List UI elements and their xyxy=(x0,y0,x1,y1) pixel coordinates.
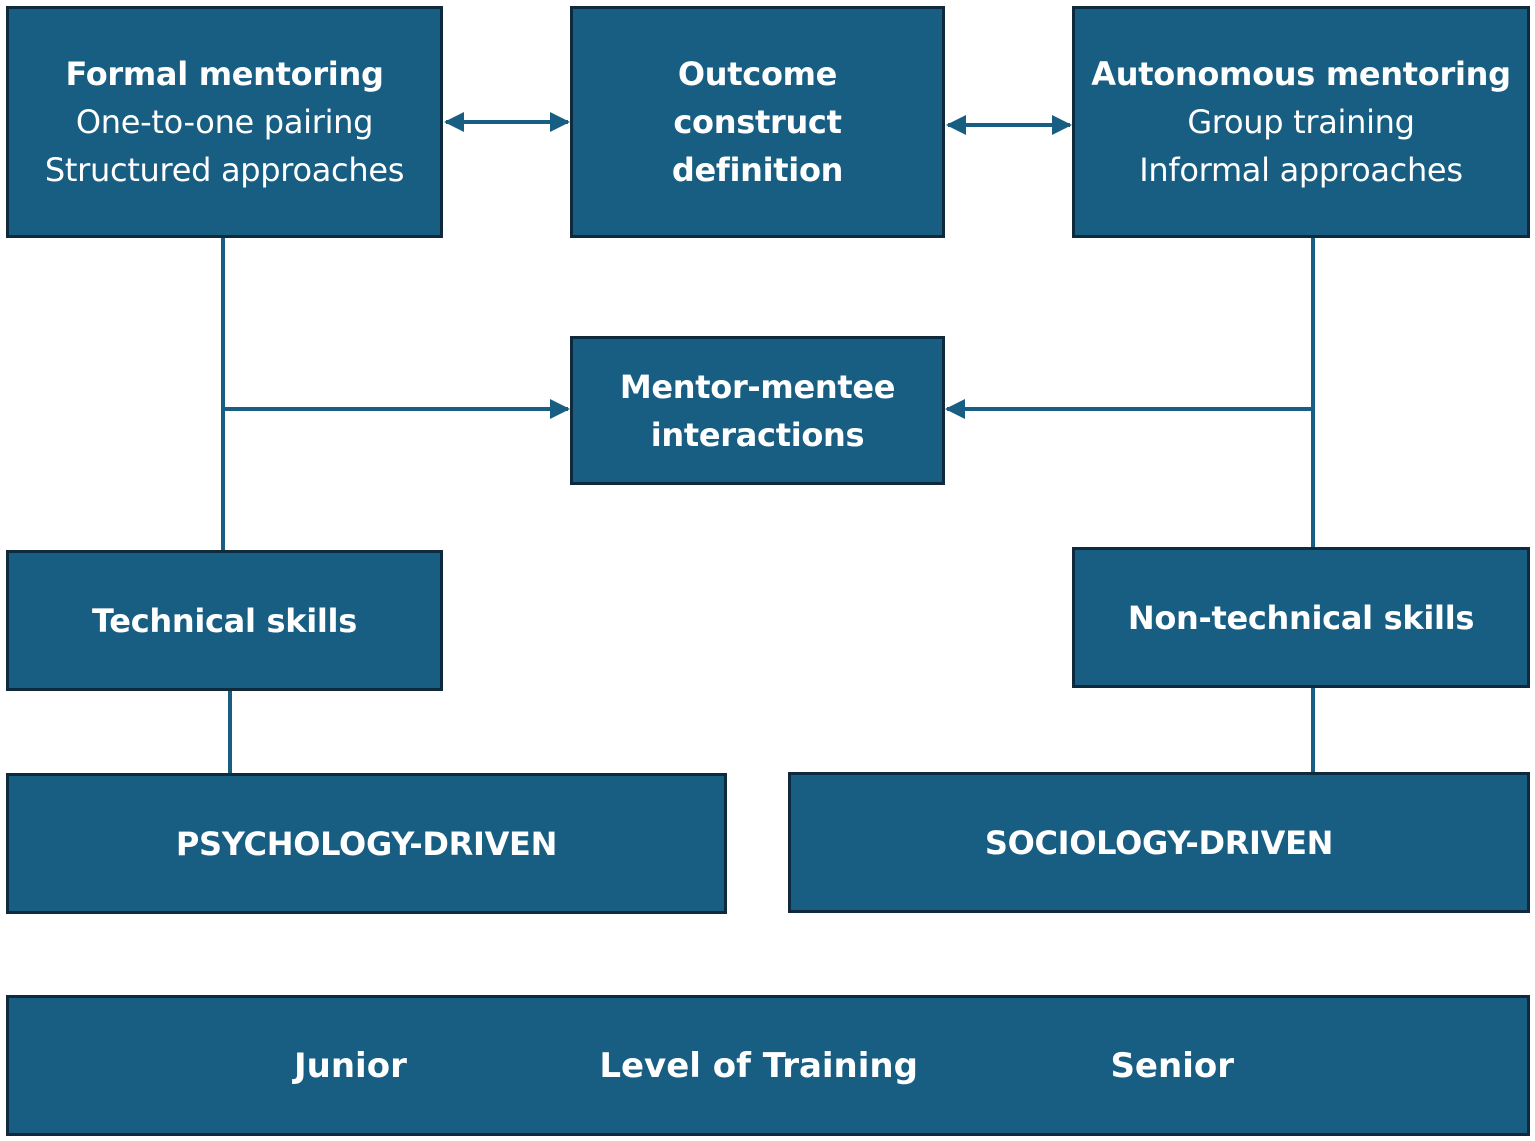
outcome-construct-box: Outcome construct definition xyxy=(570,6,945,238)
mentor-mentee-interactions-box: Mentor-mentee interactions xyxy=(570,336,945,485)
formal-mentoring-line-1: One-to-one pairing xyxy=(75,103,374,141)
outcome-line-2: construct xyxy=(673,103,842,141)
training-junior-label: Junior xyxy=(294,1045,407,1086)
formal-mentoring-line-2: Structured approaches xyxy=(44,151,405,189)
psychology-driven-box: PSYCHOLOGY-DRIVEN xyxy=(6,773,727,914)
autonomous-mentoring-line-2: Informal approaches xyxy=(1139,151,1463,189)
technical-skills-title: Technical skills xyxy=(92,601,357,640)
interactions-line-1: Mentor-mentee xyxy=(619,367,896,406)
sociology-driven-title: SOCIOLOGY-DRIVEN xyxy=(984,823,1334,862)
sociology-driven-box: SOCIOLOGY-DRIVEN xyxy=(788,772,1530,913)
autonomous-mentoring-title: Autonomous mentoring xyxy=(1091,55,1511,93)
non-technical-skills-title: Non-technical skills xyxy=(1127,598,1475,637)
training-level-label: Level of Training xyxy=(599,1045,918,1086)
outcome-line-3: definition xyxy=(671,151,844,189)
formal-mentoring-box: Formal mentoring One-to-one pairing Stru… xyxy=(6,6,443,238)
psychology-driven-title: PSYCHOLOGY-DRIVEN xyxy=(175,824,558,863)
autonomous-mentoring-line-1: Group training xyxy=(1187,103,1415,141)
autonomous-mentoring-box: Autonomous mentoring Group training Info… xyxy=(1072,6,1530,238)
level-of-training-bar: Junior Level of Training Senior xyxy=(6,995,1530,1136)
outcome-line-1: Outcome xyxy=(677,55,838,93)
formal-mentoring-title: Formal mentoring xyxy=(65,55,384,93)
technical-skills-box: Technical skills xyxy=(6,550,443,691)
interactions-line-2: interactions xyxy=(650,415,865,454)
non-technical-skills-box: Non-technical skills xyxy=(1072,547,1530,688)
training-senior-label: Senior xyxy=(1110,1045,1234,1086)
